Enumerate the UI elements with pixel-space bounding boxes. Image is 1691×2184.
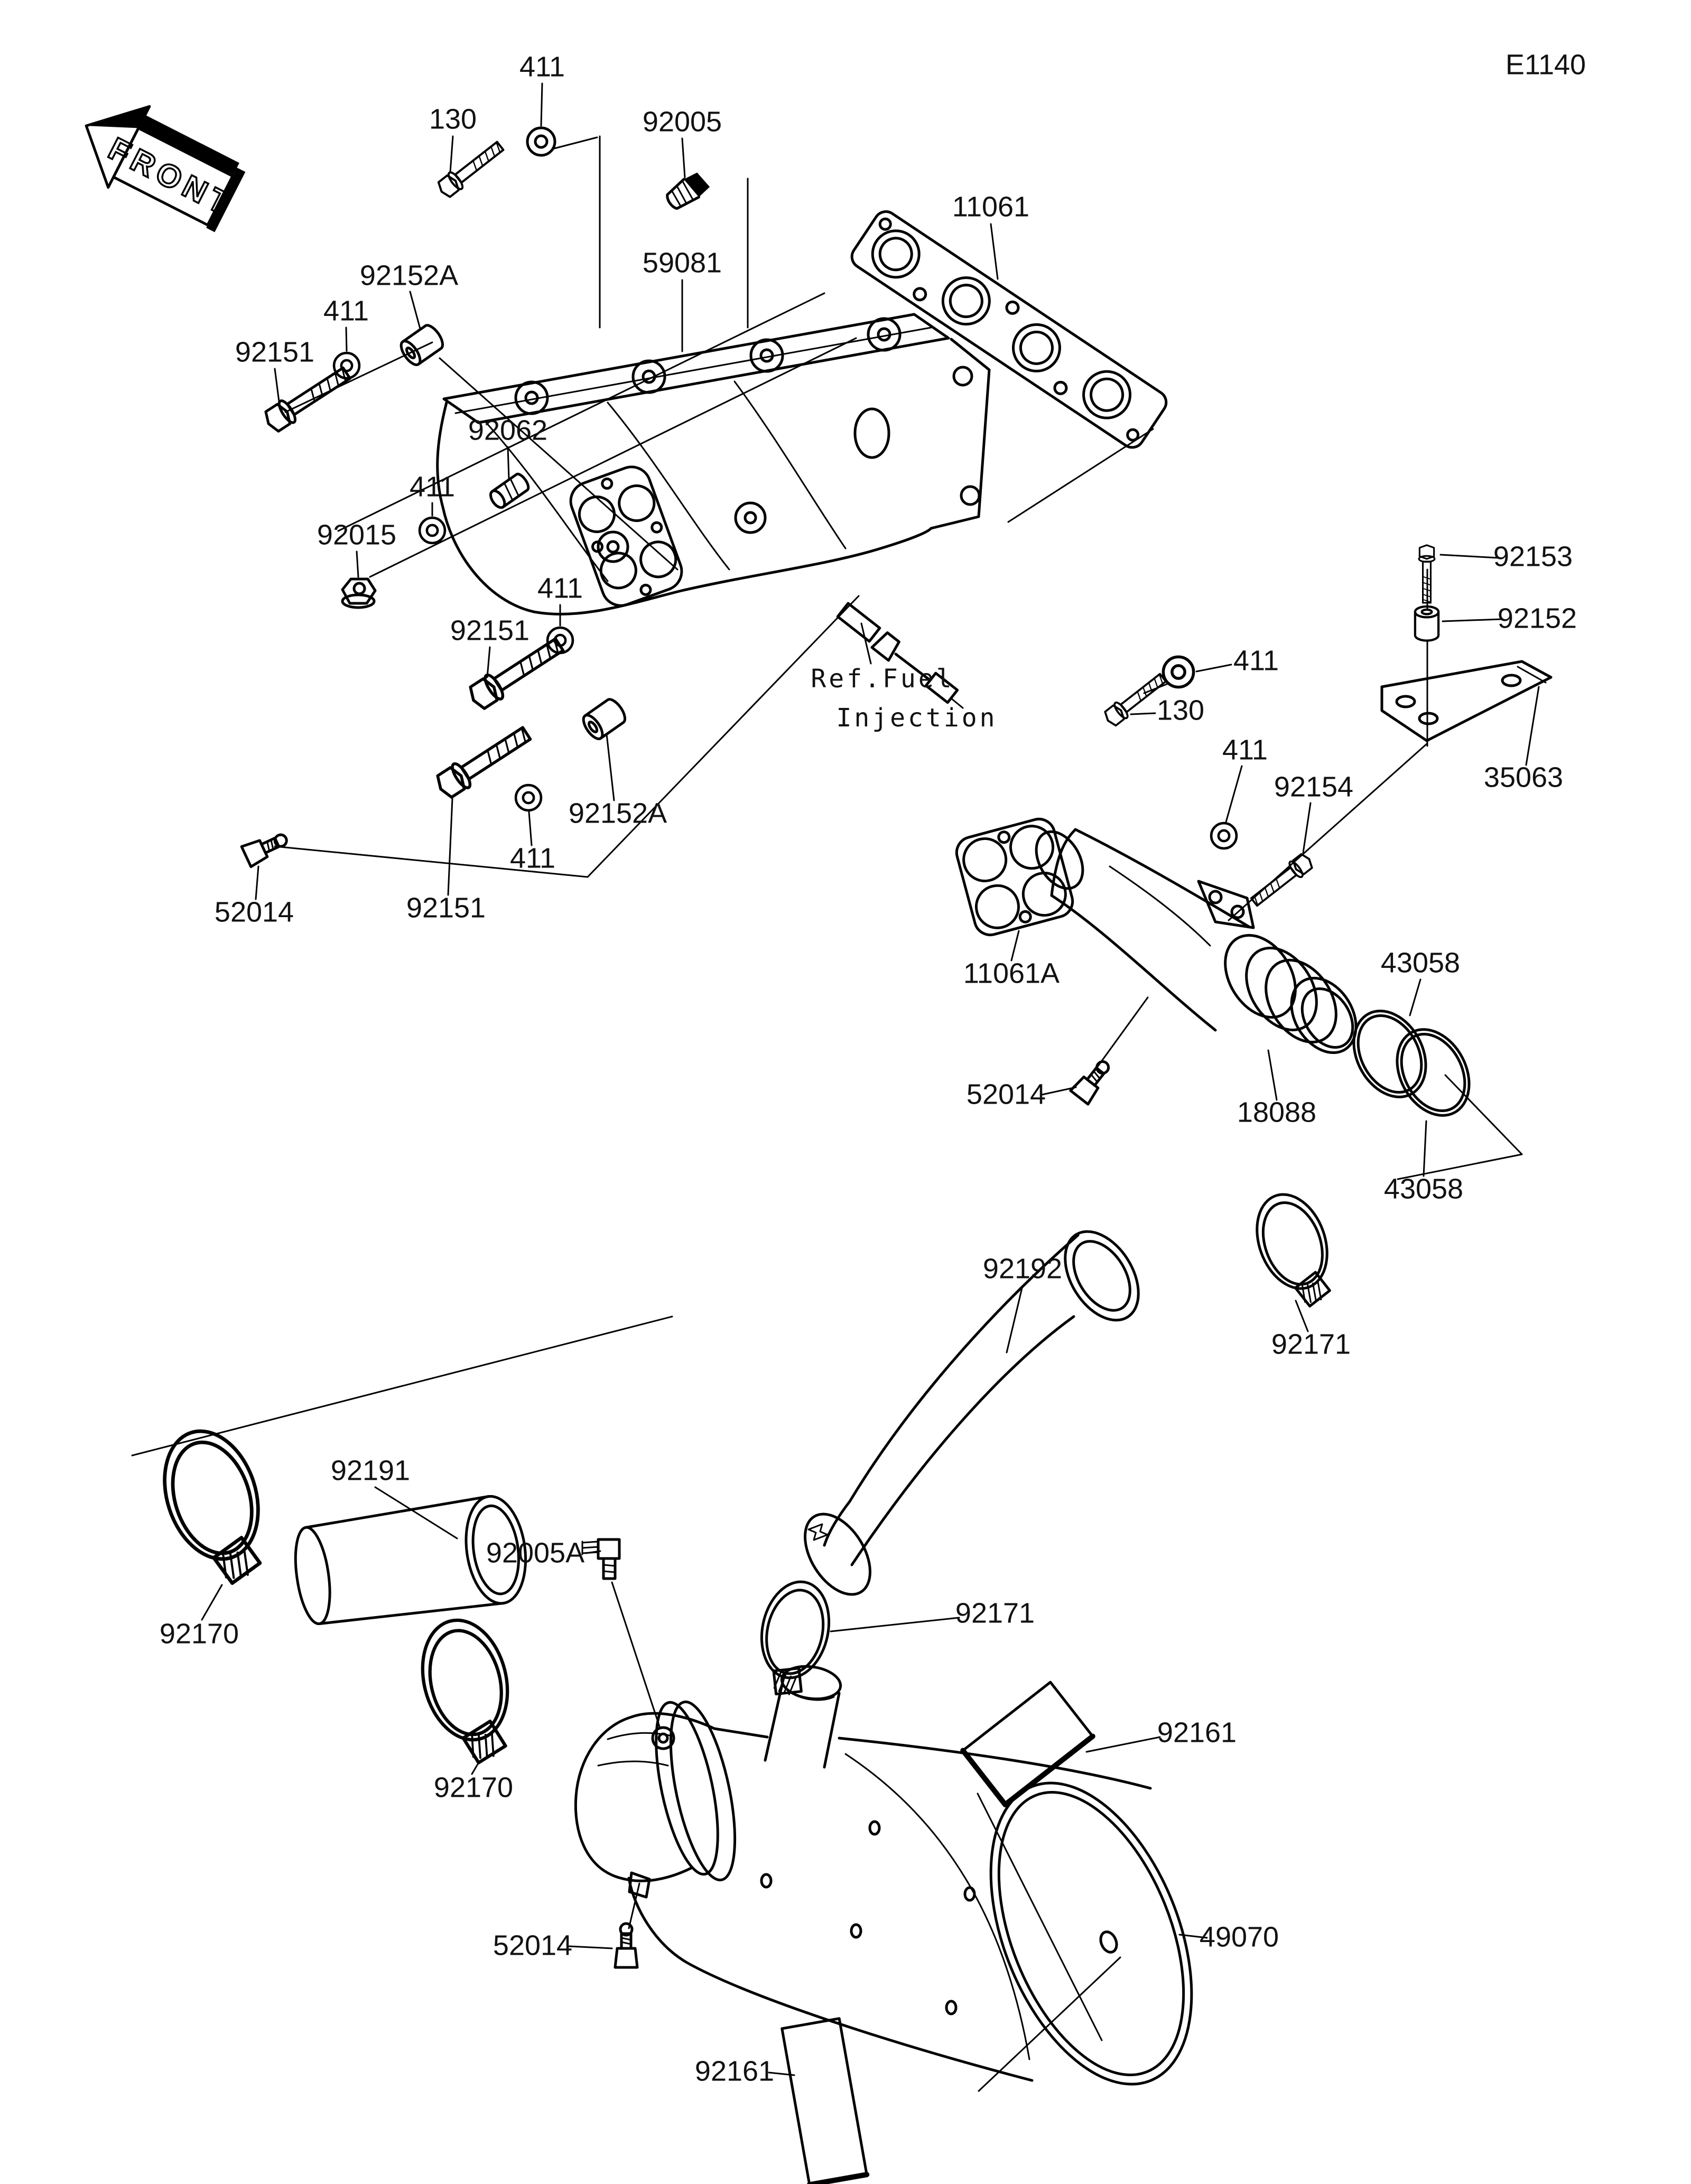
part-label-92171: 92171 [1271, 1328, 1351, 1360]
bolt-92154 [1247, 850, 1316, 911]
bracket-35063 [1380, 660, 1553, 742]
collar-92152A [580, 696, 628, 742]
clamp-92170 [411, 1611, 525, 1771]
washer-411 [1163, 657, 1193, 687]
part-label-52014: 52014 [493, 1929, 572, 1961]
diagram-code: E1140 [1506, 49, 1586, 80]
part-label-92192: 92192 [983, 1253, 1062, 1284]
part-label-92170: 92170 [434, 1771, 513, 1803]
washer-411 [420, 518, 445, 543]
pin-92062 [489, 472, 530, 509]
leader-lines [201, 82, 1540, 2076]
gasket-11061 [850, 210, 1168, 449]
part-label-92171: 92171 [955, 1597, 1035, 1629]
part-label-92062: 92062 [468, 414, 547, 446]
part-label-92152A: 92152A [569, 797, 667, 829]
fitting-52014 [615, 1924, 637, 1967]
sticker-92161 [960, 1681, 1095, 1807]
part-label-411: 411 [323, 295, 369, 326]
part-label-18088: 18088 [1237, 1096, 1316, 1128]
part-label-43058: 43058 [1384, 1173, 1463, 1205]
part-label-92153: 92153 [1493, 540, 1573, 572]
fuel-injection-sensor [836, 602, 964, 709]
part-label-92191: 92191 [331, 1454, 410, 1486]
pipe-18088 [1035, 828, 1358, 1054]
washer-411 [527, 128, 555, 155]
washer-411 [1211, 823, 1237, 848]
part-label-92170: 92170 [160, 1618, 239, 1649]
washer-411-group [334, 128, 1237, 848]
part-label-11061A: 11061A [963, 957, 1060, 989]
part-label-130: 130 [429, 103, 477, 135]
part-label-43058: 43058 [1381, 947, 1460, 978]
pipe-mount-tab [1197, 880, 1255, 929]
part-label-52014: 52014 [215, 896, 294, 928]
front-direction-arrow: FRONT [85, 105, 246, 232]
washer-411 [516, 785, 541, 810]
part-label-35063: 35063 [1484, 761, 1563, 793]
bolt-130 [435, 138, 507, 200]
muffler-49070 [574, 1665, 1193, 2086]
hose-92192 [804, 1230, 1140, 1596]
part-label-92154: 92154 [1274, 771, 1353, 802]
part-label-52014: 52014 [967, 1078, 1046, 1110]
oring-43058 [1383, 1017, 1483, 1128]
clamp-92171 [749, 1575, 838, 1702]
part-label-92151: 92151 [235, 336, 314, 368]
ref-note-line2: Injection [836, 703, 997, 733]
part-label-92005: 92005 [643, 106, 722, 137]
part-label-92015: 92015 [317, 519, 396, 550]
clamp-92171 [1244, 1184, 1345, 1315]
part-label-411: 411 [519, 51, 565, 82]
sleeve-92191 [294, 1495, 527, 1626]
head-gasket-plate [569, 465, 683, 607]
part-label-49070: 49070 [1200, 1921, 1279, 1953]
collar-92152A [397, 322, 446, 368]
sticker-92161 [781, 2017, 870, 2184]
manifold-59081 [436, 313, 991, 615]
part-label-411: 411 [410, 471, 455, 502]
assembly-axis-lines [131, 135, 1523, 2092]
part-label-92151: 92151 [450, 614, 529, 646]
part-label-92151: 92151 [406, 892, 486, 923]
fitting-92005 [666, 172, 710, 210]
part-label-11061: 11061 [952, 191, 1029, 222]
fitting-92005A [581, 1538, 621, 1580]
part-label-411: 411 [1222, 734, 1268, 766]
part-label-130: 130 [1157, 694, 1204, 726]
fitting-52014 [1071, 1056, 1115, 1104]
part-label-59081: 59081 [643, 247, 722, 278]
part-label-92005A: 92005A [486, 1537, 584, 1569]
part-label-411: 411 [537, 572, 583, 604]
part-label-92152A: 92152A [360, 259, 458, 291]
part-label-92161: 92161 [1157, 1716, 1237, 1748]
part-label-411: 411 [510, 842, 555, 874]
part-label-92161: 92161 [695, 2055, 774, 2087]
ref-note-line1: Ref.Fuel [811, 664, 954, 694]
nut-92015 [341, 577, 377, 609]
collar-92152 [1415, 606, 1438, 641]
part-label-92152: 92152 [1498, 602, 1577, 634]
part-label-411: 411 [1233, 645, 1279, 676]
